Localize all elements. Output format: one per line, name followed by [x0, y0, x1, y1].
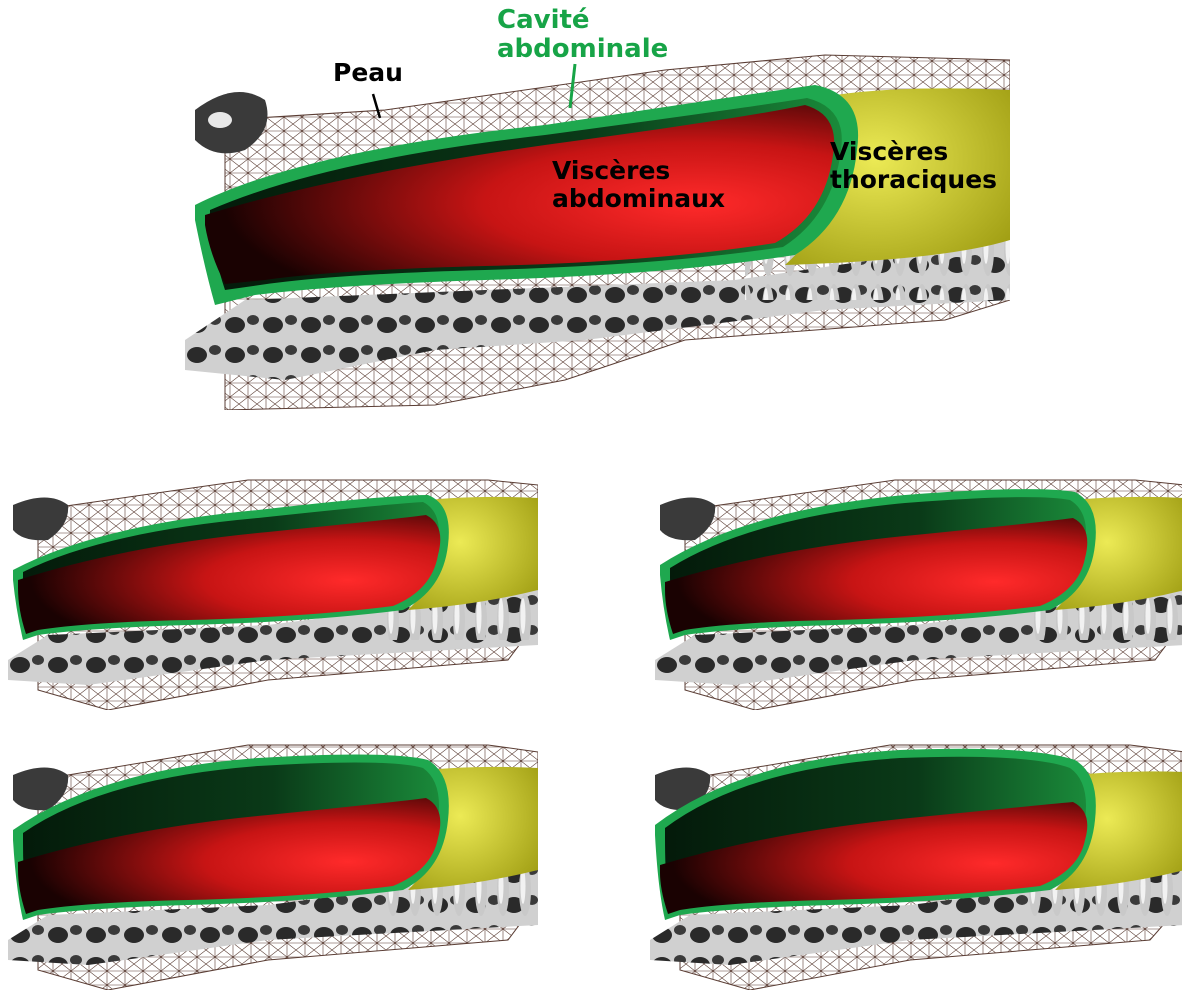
bone-highlight: [208, 112, 232, 128]
label-visc-abd-line1: Viscères: [552, 157, 725, 185]
label-cavite-line2: abdominale: [497, 35, 668, 64]
label-peau: Peau: [333, 59, 403, 87]
label-visc-tho-line2: thoraciques: [830, 166, 997, 194]
label-visceres-abdominaux: Viscères abdominaux: [552, 157, 725, 213]
label-visceres-thoraciques: Viscères thoraciques: [830, 138, 997, 194]
variant-panel-top-right: [655, 470, 1182, 710]
label-cavite-abdominale: Cavité abdominale: [497, 6, 668, 64]
label-visc-abd-line2: abdominaux: [552, 185, 725, 213]
label-peau-text: Peau: [333, 59, 403, 87]
variant-panel-bottom-right: [650, 740, 1182, 990]
label-visc-tho-line1: Viscères: [830, 138, 997, 166]
main-anatomy-panel: [185, 40, 1010, 410]
variant-panel-bottom-left: [8, 740, 538, 990]
variant-panel-top-left: [8, 470, 538, 710]
label-cavite-line1: Cavité: [497, 6, 668, 35]
